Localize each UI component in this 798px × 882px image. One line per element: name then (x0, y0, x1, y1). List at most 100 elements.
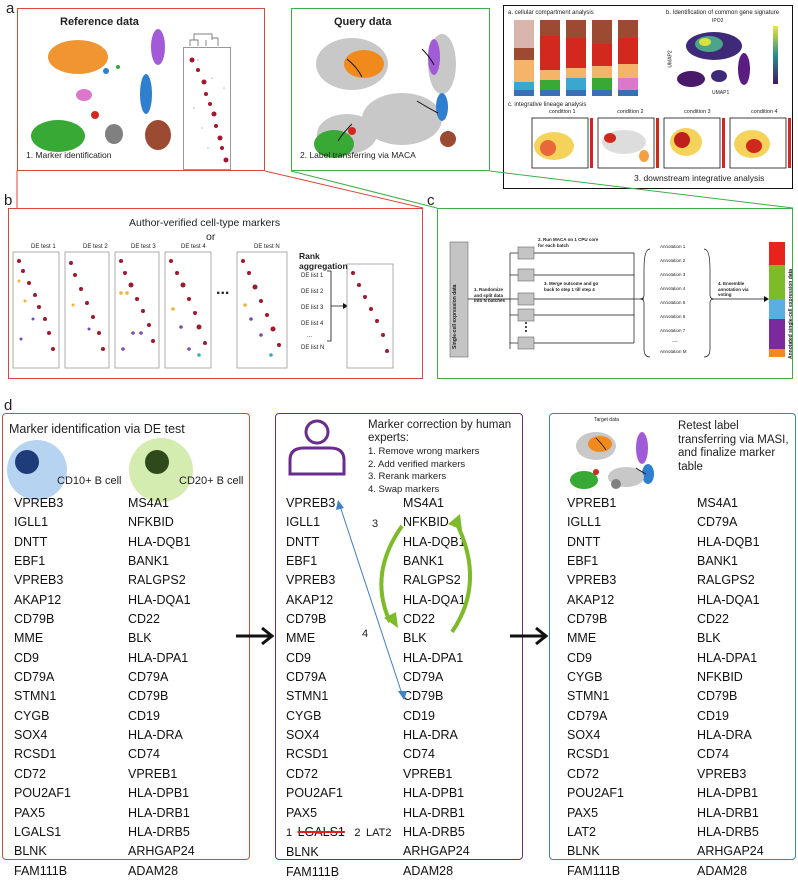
marker-gene: CD22 (697, 612, 729, 627)
marker-gene: DNTT (286, 534, 320, 549)
marker-gene: POU2AF1 (14, 786, 71, 801)
reference-umap (31, 29, 171, 152)
marker-gene: VPREB3 (14, 573, 64, 588)
de-list-2: DE list 2 (301, 289, 324, 295)
marker-gene: HLA-DPA1 (697, 650, 758, 665)
marker-gene: HLA-DRA (403, 728, 458, 743)
marker-gene: IGLL1 (567, 515, 602, 530)
marker-gene: IGLL1 (286, 515, 321, 530)
annotation-m: Annotation M (660, 349, 687, 354)
marker-gene: CD72 (567, 766, 599, 781)
marker-gene: CD79B (286, 612, 327, 627)
step4-label: 4. Ensemble annotation via voting (718, 281, 749, 297)
marker-gene: NFKBID (697, 670, 743, 685)
marker-gene: CD9 (567, 650, 593, 665)
marker-gene: HLA-DRB1 (697, 805, 759, 820)
marker-gene: NFKBID (403, 515, 449, 530)
output-data-label: Annotated single-cell expression data (788, 268, 794, 359)
correction-step-2: 2. Add verified markers (368, 458, 466, 470)
marker-gene: CD79A (286, 670, 327, 685)
marker-gene: BANK1 (128, 554, 169, 569)
marker-gene: LAT2 (567, 824, 596, 839)
de-test-dotplots (12, 251, 394, 369)
marker-gene: HLA-DRA (697, 728, 752, 743)
stacked-bar-5 (618, 20, 638, 96)
marker-gene: ADAM28 (697, 863, 748, 878)
marker-gene: PAX5 (14, 805, 46, 820)
marker-gene: CD79A (14, 670, 55, 685)
de-dotplot-2 (64, 251, 110, 369)
cd10-label: CD10+ B cell (57, 475, 122, 487)
annotation-5: Annotation 5 (660, 300, 686, 305)
density-map-4 (729, 117, 791, 169)
de-list-ellipsis: ... (307, 333, 313, 339)
lineage-density-maps (531, 117, 791, 169)
marker-gene: MS4A1 (403, 496, 444, 510)
swap-arrow-label: 4 (362, 628, 369, 640)
marker-gene: RALGPS2 (128, 573, 186, 588)
panel-a-letter: a (6, 0, 15, 17)
marker-gene: BLNK (567, 844, 600, 859)
panel-b-or: or (206, 231, 216, 243)
rerank-arrow-label: 3 (372, 518, 379, 530)
de-list-3: DE list 3 (301, 305, 324, 311)
add-step-number: 2 (354, 826, 361, 839)
stacked-bar-4 (592, 20, 612, 96)
marker-gene: HLA-DQB1 (697, 534, 760, 549)
marker-gene: CD79B (128, 689, 169, 704)
sub-b-title: b. Identification of common gene signatu… (666, 10, 780, 16)
marker-gene: HLA-DRB1 (128, 805, 190, 820)
marker-gene: VPREB1 (403, 766, 453, 781)
gene-signature-umap (677, 26, 778, 87)
panel-c-letter: c (427, 192, 435, 209)
marker-gene: CYGB (286, 708, 322, 723)
batch-boxes (517, 246, 535, 350)
density-map-3 (663, 117, 725, 169)
annotation-1: Annotation 1 (660, 244, 686, 249)
annotation-4: Annotation 4 (660, 286, 686, 291)
marker-gene: CD74 (403, 747, 435, 762)
marker-gene: RALGPS2 (403, 573, 461, 588)
marker-gene: BLK (128, 631, 152, 646)
dotplot-dots (189, 33, 229, 163)
marker-gene: CD74 (697, 747, 729, 762)
arrow-to-correction (236, 626, 275, 646)
marker-gene: CD79B (403, 689, 444, 704)
de-list-n: DE list N (301, 345, 325, 351)
marker-gene: ARHGAP24 (128, 844, 195, 859)
condition-4-label: condition 4 (751, 109, 778, 115)
cd10-outer-circle (7, 440, 67, 500)
marker-gene: AKAP12 (14, 592, 62, 607)
step2-label: 2. Run MACA on 1 CPU core for each batch (538, 237, 599, 248)
panel-b-letter: b (4, 192, 13, 209)
cd20-label: CD20+ B cell (179, 475, 244, 487)
marker-gene: HLA-DPB1 (697, 786, 759, 801)
annotation-7: Annotation 7 (660, 328, 686, 333)
reference-title: Reference data (60, 16, 139, 28)
marker-gene: BLK (697, 631, 721, 646)
marker-gene: HLA-DRA (128, 728, 183, 743)
gene-label: IPO2 (712, 18, 724, 24)
downstream-box: a. cellular compartment analysis b. Iden… (503, 5, 793, 189)
marker-gene: HLA-DQA1 (697, 592, 760, 607)
query-title: Query data (334, 16, 392, 28)
reference-dotplot (183, 33, 231, 170)
query-data-box: Query data 2. Label transferring via MAC… (291, 8, 490, 171)
left-title: Marker identification via DE test (9, 422, 185, 436)
marker-gene: RCSD1 (14, 747, 57, 762)
compartment-bars (514, 20, 638, 96)
marker-gene: CD79A (697, 515, 738, 530)
query-umap (314, 34, 456, 158)
marker-gene: CD72 (286, 766, 318, 781)
marker-gene: HLA-DQB1 (403, 534, 466, 549)
marker-gene: EBF1 (14, 554, 46, 569)
marker-gene: VPREB3 (286, 573, 336, 588)
marker-gene: CD79A (403, 670, 444, 685)
marker-gene: CD79A (567, 708, 608, 723)
de-list-1: DE list 1 (301, 273, 324, 279)
marker-gene: AKAP12 (286, 592, 334, 607)
correction-step-3: 3. Rerank markers (368, 471, 447, 482)
cluster-orange (48, 40, 108, 74)
reference-data-box: Reference data 1. Marker identification (17, 8, 265, 171)
